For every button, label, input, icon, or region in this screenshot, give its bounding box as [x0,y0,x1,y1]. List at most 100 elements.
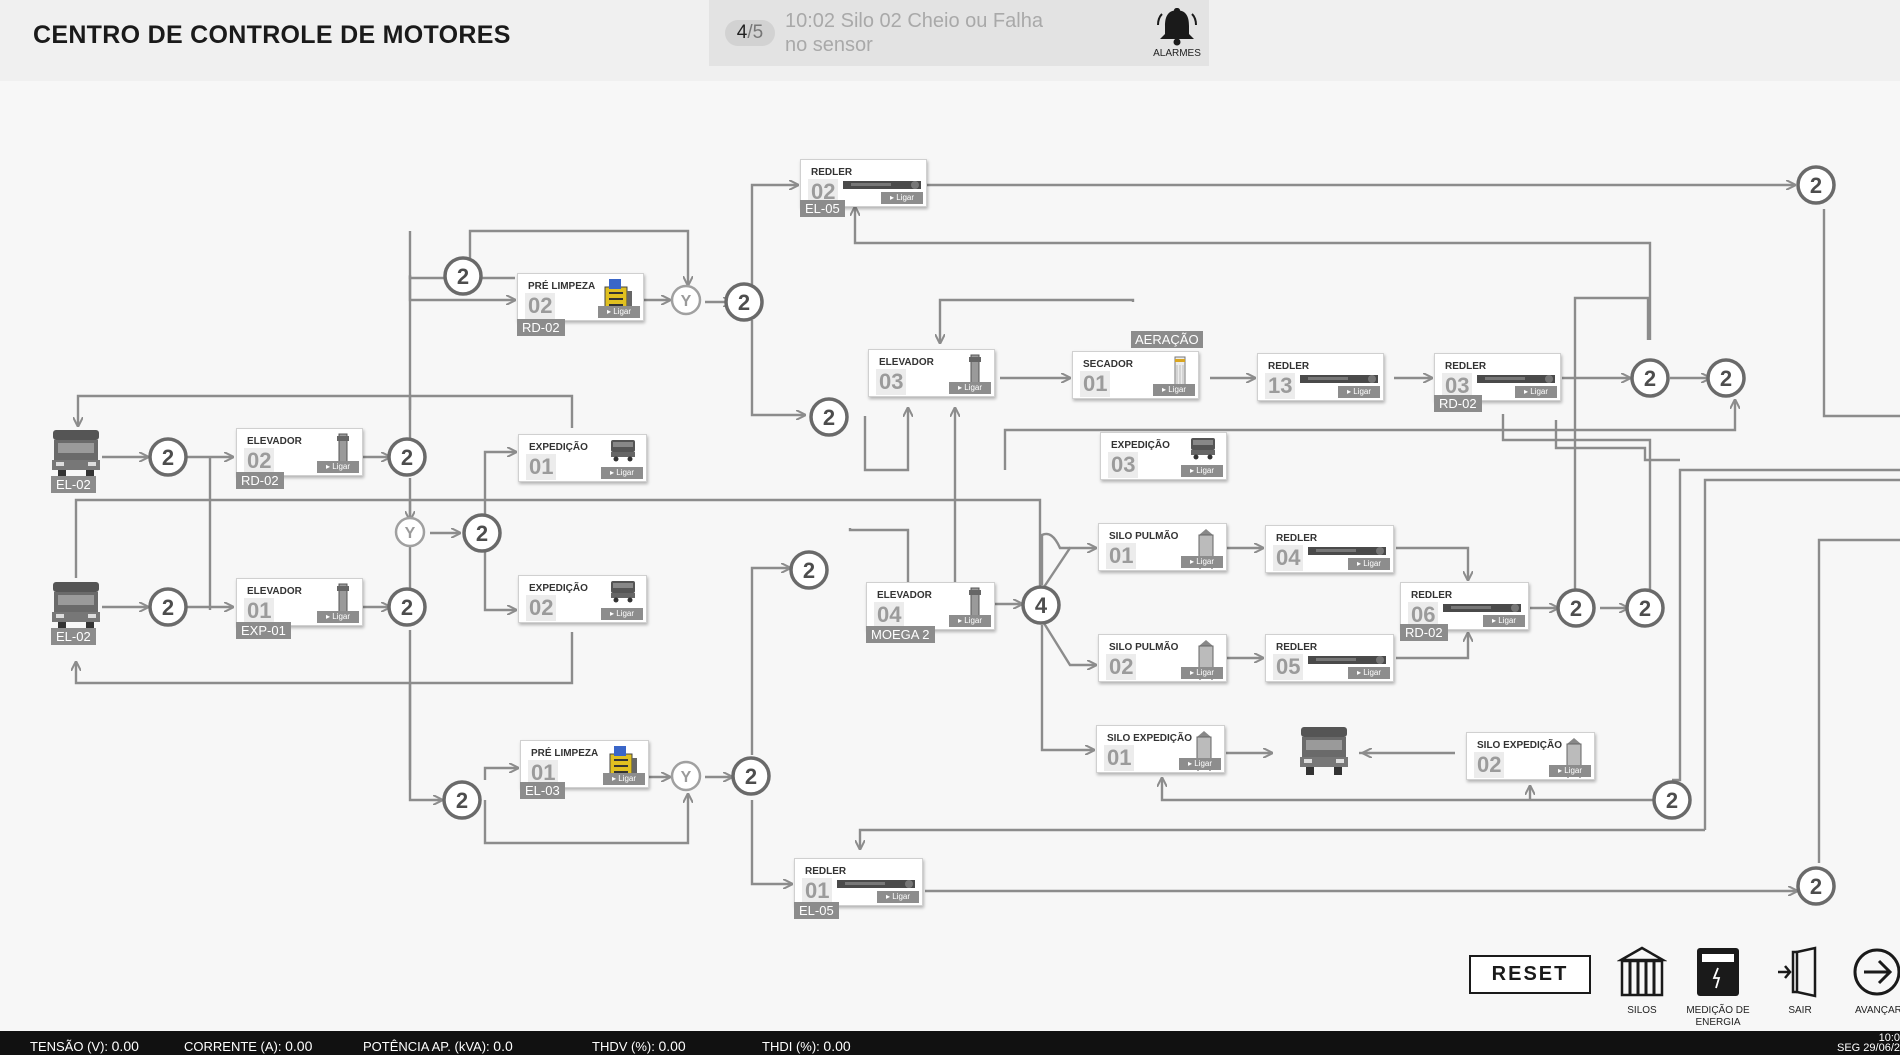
valve[interactable]: 2 [809,397,849,437]
valve[interactable]: 2 [1796,866,1836,906]
silo-icon [1616,946,1668,997]
ligar-button[interactable]: ▸ Ligar [601,608,643,620]
energy-meter-nav-button[interactable]: MEDIÇÃO DE ENERGIA [1683,946,1753,1029]
valve[interactable]: 2 [731,756,771,796]
clock-date: SEG 29/06/2 [1837,1042,1900,1054]
valve[interactable]: 2 [443,256,483,296]
junction-valve[interactable]: Y [394,516,426,548]
truck-icon[interactable] [1298,725,1350,777]
valve[interactable]: 2 [442,780,482,820]
flow-line [1817,538,1900,863]
truck-icon[interactable] [50,580,102,632]
valve[interactable]: 2 [387,437,427,477]
flow-line [1703,478,1900,830]
valve[interactable]: 2 [789,550,829,590]
equipment-label: EXPEDIÇÃO [529,442,588,453]
valve[interactable]: 2 [462,513,502,553]
flow-line [1396,633,1468,660]
ligar-button[interactable]: ▸ Ligar [1338,386,1380,398]
valve[interactable]: 2 [1652,780,1692,820]
equipment-label: EXPEDIÇÃO [1111,440,1170,451]
flow-line [1040,619,1096,665]
advance-nav-button[interactable]: AVANÇAR [1851,946,1900,1017]
ligar-button[interactable]: ▸ Ligar [1348,558,1390,570]
valve[interactable]: 2 [1796,165,1836,205]
ligar-button[interactable]: ▸ Ligar [1483,615,1525,627]
valve-symbol: 2 [162,595,174,620]
valve-symbol: 2 [1639,596,1651,621]
valve[interactable]: 2 [1556,588,1596,628]
valve[interactable]: 2 [148,437,188,477]
flow-line [483,794,688,845]
energy-meter-nav-label: MEDIÇÃO DE ENERGIA [1686,1005,1750,1028]
equipment-label: REDLER [805,866,847,877]
alarm-bell-button[interactable]: ALARMES [1153,4,1201,62]
ligar-button[interactable]: ▸ Ligar [949,382,991,394]
valve[interactable]: 2 [1630,358,1670,398]
flow-line [74,498,1040,597]
valve[interactable]: 2 [724,282,764,322]
junction-valve[interactable]: Y [670,760,702,792]
valve-ring [148,587,188,627]
exit-nav-button[interactable]: SAIR [1775,946,1825,1017]
ligar-button[interactable]: ▸ Ligar [949,615,991,627]
valve[interactable]: 4 [1021,585,1061,625]
alarm-bell-label: ALARMES [1153,48,1201,59]
ligar-button[interactable]: ▸ Ligar [1348,667,1390,679]
ligar-button[interactable]: ▸ Ligar [601,467,643,479]
ligar-button[interactable]: ▸ Ligar [881,192,923,204]
valve-ring [1706,358,1746,398]
flow-line [1003,400,1735,470]
valve[interactable]: 2 [148,587,188,627]
ligar-button[interactable]: ▸ Ligar [603,773,645,785]
truck-icon [1190,436,1216,465]
ligar-button[interactable]: ▸ Ligar [1515,386,1557,398]
exit-nav-label: SAIR [1788,1005,1812,1016]
alarm-panel[interactable]: 4/5 10:02 Silo 02 Cheio ou Falha no sens… [709,0,1209,66]
ligar-button[interactable]: ▸ Ligar [317,611,359,623]
truck-icon[interactable] [50,428,102,480]
ligar-button[interactable]: ▸ Ligar [1181,667,1223,679]
equipment-number: 01 [528,760,559,786]
valve[interactable]: 2 [387,587,427,627]
flow-line [483,768,518,780]
ligar-button[interactable]: ▸ Ligar [877,891,919,903]
ligar-button[interactable]: ▸ Ligar [1181,556,1223,568]
junction-valve[interactable]: Y [670,284,702,316]
ligar-button[interactable]: ▸ Ligar [598,306,640,318]
ligar-button[interactable]: ▸ Ligar [1549,765,1591,777]
ligar-button[interactable]: ▸ Ligar [317,461,359,473]
ligar-button[interactable]: ▸ Ligar [1179,758,1221,770]
valve[interactable]: 2 [1706,358,1746,398]
ligar-button[interactable]: ▸ Ligar [1181,465,1223,477]
flow-line [468,229,688,285]
equipment-number: 04 [874,602,905,628]
flow-line [1573,296,1650,590]
reset-button[interactable]: RESET [1469,955,1591,994]
ligar-button[interactable]: ▸ Ligar [1153,384,1195,396]
flow-line [1672,468,1900,782]
valve[interactable]: 2 [1625,588,1665,628]
silos-nav-button[interactable]: SILOS [1616,946,1668,1017]
